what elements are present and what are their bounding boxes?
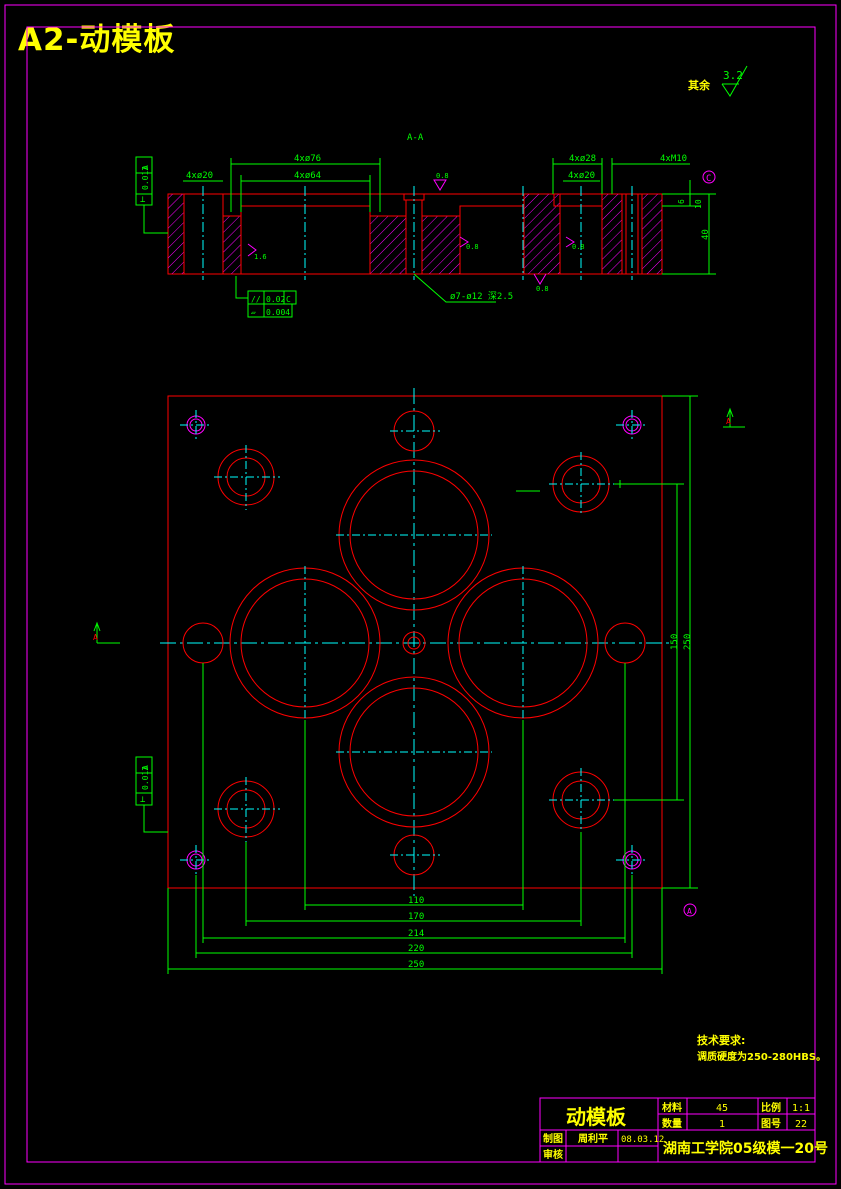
gdt-parallel-datum: C [286, 295, 291, 304]
plan-view: A A 150 250 A [93, 388, 745, 974]
dim-d20-left: 4xø20 [186, 171, 213, 181]
dim-220: 220 [408, 944, 424, 954]
review-label: 审核 [543, 1148, 563, 1161]
scale-value: 1:1 [792, 1103, 810, 1114]
roughness-5: 0.8 [536, 285, 549, 293]
gdt-perp-top-value: 0.012 [141, 166, 150, 190]
gdt-perp-top-symbol: ⊥ [140, 195, 146, 205]
quantity-value: 1 [719, 1119, 725, 1130]
inner-frame [26, 26, 816, 1163]
dim-d20-right: 4xø20 [568, 171, 595, 181]
drawn-date: 08.03.12 [621, 1135, 664, 1145]
dim-170: 170 [408, 912, 424, 922]
section-arrow-right: A [726, 417, 731, 426]
drawing-number-value: 22 [795, 1119, 807, 1130]
dim-250-vertical: 250 [683, 634, 693, 650]
surface-finish-symbol: 其余 3.2 [688, 65, 748, 97]
surface-finish-prefix: 其余 [688, 78, 711, 92]
part-name: 动模板 [566, 1105, 627, 1129]
dim-250-horizontal: 250 [408, 960, 424, 970]
dim-d28: 4xø28 [569, 154, 596, 164]
gdt-flatness-symbol: ▱ [251, 308, 256, 317]
datum-a-label: A [687, 907, 692, 916]
tech-notes-heading: 技术要求: [697, 1033, 745, 1047]
outer-frame [4, 4, 837, 1185]
sheet-title: A2-动模板 [18, 22, 176, 58]
title-block: 动模板 材料 45 比例 1:1 数量 1 图号 22 制图 周利平 08.03… [539, 1097, 828, 1163]
tech-notes-line1: 调质硬度为250-280HBS。 [697, 1050, 826, 1063]
dim-d64: 4xø64 [294, 171, 321, 181]
gdt-flatness-value: 0.004 [266, 308, 290, 317]
section-label: A-A [407, 133, 424, 143]
datum-c-label: C [706, 174, 711, 184]
surface-finish-value: 3.2 [723, 69, 743, 82]
datum-c-circle [702, 170, 716, 184]
dim-150: 150 [670, 634, 680, 650]
dim-h6: 6 [677, 199, 686, 204]
dim-h10: 10 [694, 199, 703, 209]
gdt-perp-bottom-value: 0.012 [141, 766, 150, 790]
dim-center-hole: ø7-ø12 深2.5 [450, 291, 513, 302]
dim-214: 214 [408, 929, 424, 939]
dim-110: 110 [408, 896, 424, 906]
material-label: 材料 [662, 1101, 682, 1114]
dim-m10: 4xM10 [660, 154, 687, 164]
roughness-2: 1.6 [254, 253, 267, 261]
gdt-perp-bottom-datum: A [141, 765, 150, 770]
drawing-number-label: 图号 [761, 1118, 781, 1130]
roughness-1: 0.8 [436, 172, 449, 180]
roughness-3: 0.8 [466, 243, 479, 251]
gdt-perp-bottom-symbol: ⊥ [140, 795, 146, 805]
section-arrow-left: A [93, 633, 98, 642]
school-name: 湖南工学院05级模一20号 [663, 1140, 828, 1157]
scale-label: 比例 [761, 1101, 781, 1114]
material-value: 45 [716, 1103, 728, 1114]
dim-h40: 40 [701, 229, 711, 240]
gdt-parallel-symbol: // [251, 295, 261, 304]
section-view: A-A [135, 133, 716, 318]
roughness-4: 0.8 [572, 243, 585, 251]
gdt-perp-top-datum: A [141, 165, 150, 170]
drawn-by-name: 周利平 [578, 1132, 608, 1145]
dim-d76: 4xø76 [294, 154, 321, 164]
gdt-parallel-value: 0.02 [266, 295, 285, 304]
drawn-by-label: 制图 [543, 1132, 563, 1145]
datum-a-circle [683, 903, 697, 917]
quantity-label: 数量 [662, 1117, 682, 1130]
